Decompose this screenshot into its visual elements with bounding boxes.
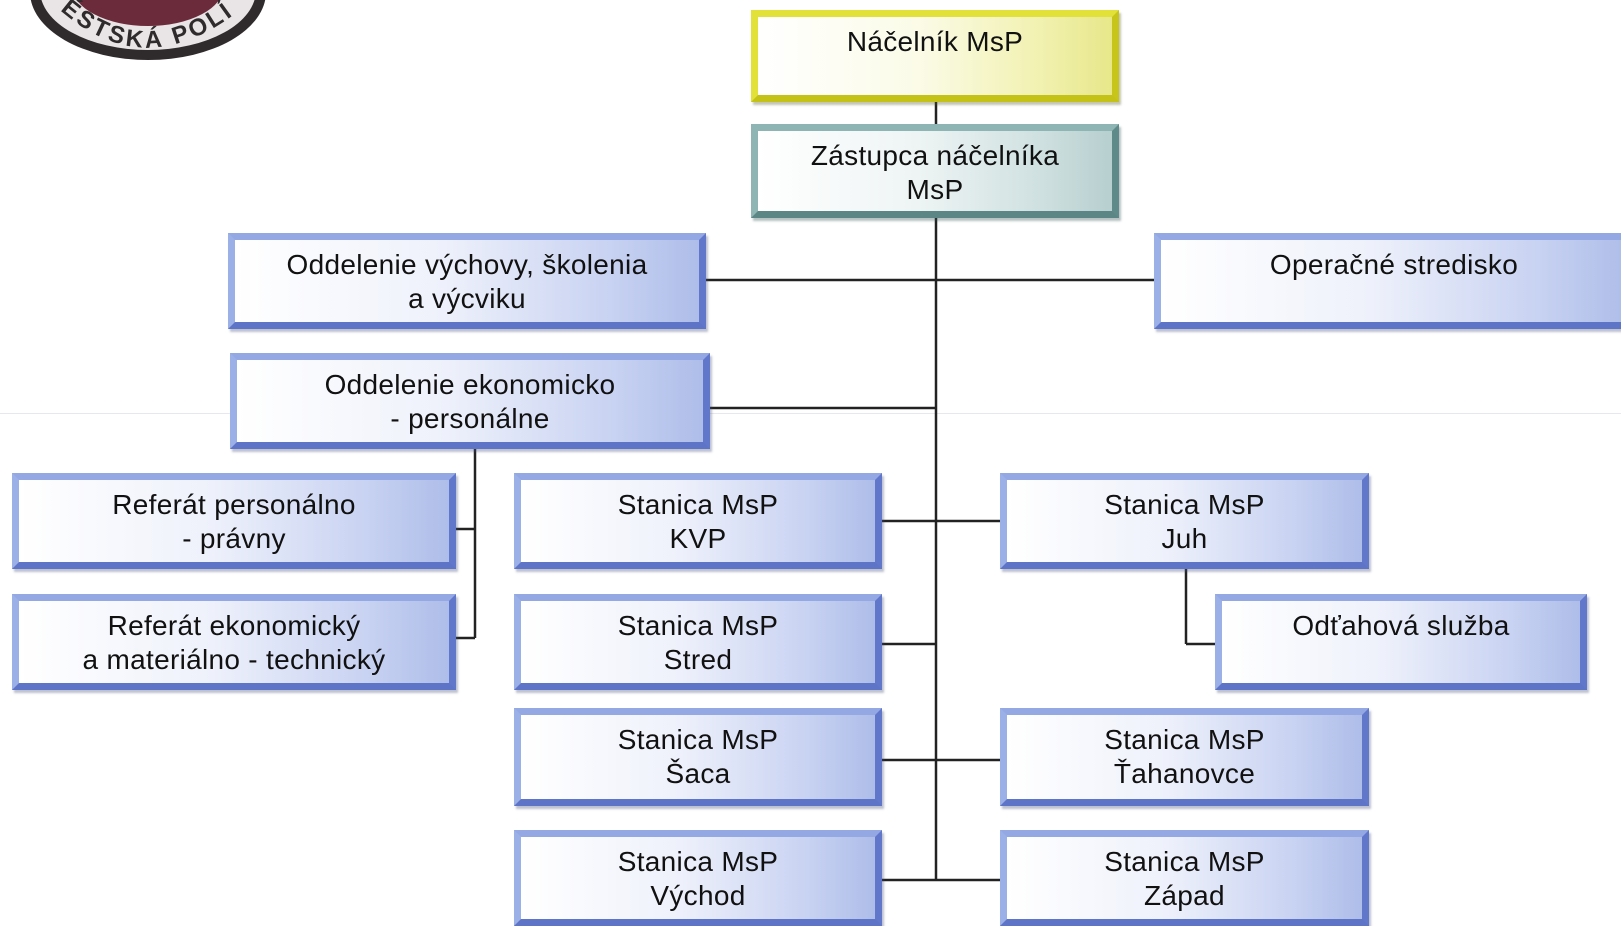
deputy-label: Zástupca náčelníka MsP [810,140,1060,205]
personnel-legal-referat-label: Referát personálno - právny [112,489,356,554]
economic-department-label: Oddelenie ekonomicko - personálne [324,369,616,434]
station-vychod-label: Stanica MsP Východ [617,846,779,911]
personnel-legal-referat-box[interactable]: Referát personálno - právny [12,473,456,569]
operations-center-box[interactable]: Operačné stredisko [1154,233,1621,329]
station-tahanovce-label: Stanica MsP Ťahanovce [1104,724,1265,789]
station-zapad-label: Stanica MsP Západ [1104,846,1265,911]
station-kvp-label: Stanica MsP KVP [617,489,779,554]
station-juh-box[interactable]: Stanica MsP Juh [1000,473,1369,569]
station-saca-label: Stanica MsP Šaca [617,724,779,789]
station-kvp-box[interactable]: Stanica MsP KVP [514,473,882,569]
station-zapad-box[interactable]: Stanica MsP Západ [1000,830,1369,926]
economic-technical-referat-box[interactable]: Referát ekonomický a materiálno - techni… [12,594,456,690]
station-vychod-box[interactable]: Stanica MsP Východ [514,830,882,926]
head-label: Náčelník MsP [846,26,1024,57]
faint-divider-line [0,413,1621,414]
training-department-label: Oddelenie výchovy, školenia a výcviku [286,249,648,314]
station-tahanovce-box[interactable]: Stanica MsP Ťahanovce [1000,708,1369,806]
operations-center-label: Operačné stredisko [1269,249,1519,280]
city-police-logo: ĚSTSKÁ POLÍCIA [0,0,266,60]
towing-service-label: Odťahová služba [1292,610,1510,641]
deputy-box[interactable]: Zástupca náčelníka MsP [751,124,1119,218]
head-box[interactable]: Náčelník MsP [751,10,1119,102]
station-stred-box[interactable]: Stanica MsP Stred [514,594,882,690]
station-saca-box[interactable]: Stanica MsP Šaca [514,708,882,806]
training-department-box[interactable]: Oddelenie výchovy, školenia a výcviku [228,233,706,329]
station-juh-label: Stanica MsP Juh [1104,489,1265,554]
station-stred-label: Stanica MsP Stred [617,610,779,675]
economic-department-box[interactable]: Oddelenie ekonomicko - personálne [230,353,710,449]
economic-technical-referat-label: Referát ekonomický a materiálno - techni… [82,610,386,675]
towing-service-box[interactable]: Odťahová služba [1215,594,1587,690]
